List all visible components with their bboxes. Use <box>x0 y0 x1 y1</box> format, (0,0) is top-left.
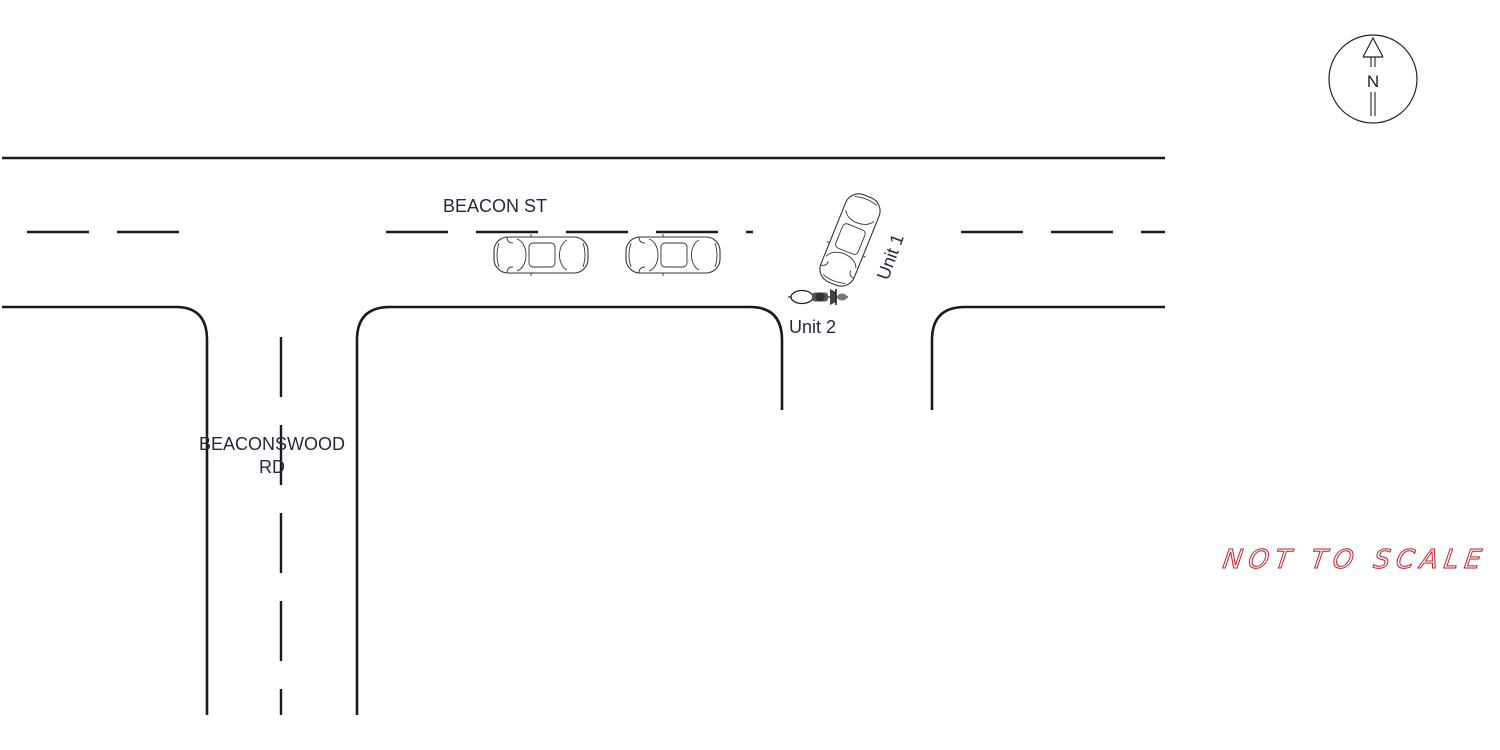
unit-1-label: Unit 1 <box>873 231 908 282</box>
beaconswood-rd-label-line1: BEACONSWOOD <box>199 434 345 454</box>
north-arrow-icon: N <box>1328 34 1418 124</box>
unit-2-motorcycle-icon <box>788 289 848 305</box>
compass-north-letter: N <box>1367 72 1379 91</box>
beacon-st-south-edge-east <box>930 305 1165 410</box>
parked-car-2-sedan-icon <box>625 233 721 277</box>
unit-2-label: Unit 2 <box>789 317 836 337</box>
beacon-st-south-edge-west <box>2 305 209 715</box>
beaconswood-rd-label-line2: RD <box>259 457 285 477</box>
parked-car-1-sedan-icon <box>493 233 589 277</box>
not-to-scale-note: NOT TO SCALE <box>1221 545 1489 575</box>
beacon-st-label: BEACON ST <box>443 196 547 216</box>
beacon-st-south-edge-middle <box>355 305 784 715</box>
